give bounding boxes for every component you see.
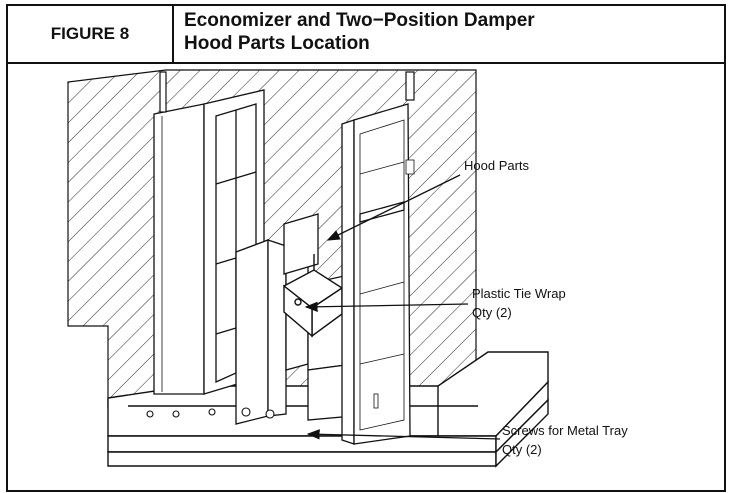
plastic-tie-wrap-label-line-1: Plastic Tie Wrap <box>472 286 566 301</box>
screws-metal-tray-arrow <box>306 429 501 440</box>
screws-metal-tray-label-line-2: Qty (2) <box>502 442 542 457</box>
right-hood-panel <box>341 103 415 445</box>
unit-base <box>107 351 549 468</box>
plastic-tie-wrap-arrow <box>304 301 469 312</box>
figure-title-line-1: Economizer and Two−Position Damper <box>184 10 535 31</box>
unit-drawing: Hood Parts Plastic Tie Wrap Qty (2) Scre… <box>67 69 631 468</box>
screws-metal-tray-label: Screws for Metal Tray Qty (2) <box>502 423 631 457</box>
tray-screws <box>146 407 275 419</box>
hood-parts-arrow <box>326 174 461 241</box>
figure-number: FIGURE 8 <box>8 6 174 62</box>
plastic-tie-wrap-label-line-2: Qty (2) <box>472 305 512 320</box>
hood-parts-label-line-1: Hood Parts <box>464 158 530 173</box>
screws-metal-tray-label-line-1: Screws for Metal Tray <box>502 423 628 438</box>
figure-frame: FIGURE 8 Economizer and Two−Position Dam… <box>6 4 726 492</box>
figure-header: FIGURE 8 Economizer and Two−Position Dam… <box>8 6 724 64</box>
hood-parts-label: Hood Parts <box>464 158 530 173</box>
plastic-tie-wrap-label: Plastic Tie Wrap Qty (2) <box>472 286 569 320</box>
figure-title-line-2: Hood Parts Location <box>184 33 370 54</box>
figure-title: Economizer and Two−Position Damper Hood … <box>184 9 714 55</box>
callout-arrows <box>304 174 501 440</box>
